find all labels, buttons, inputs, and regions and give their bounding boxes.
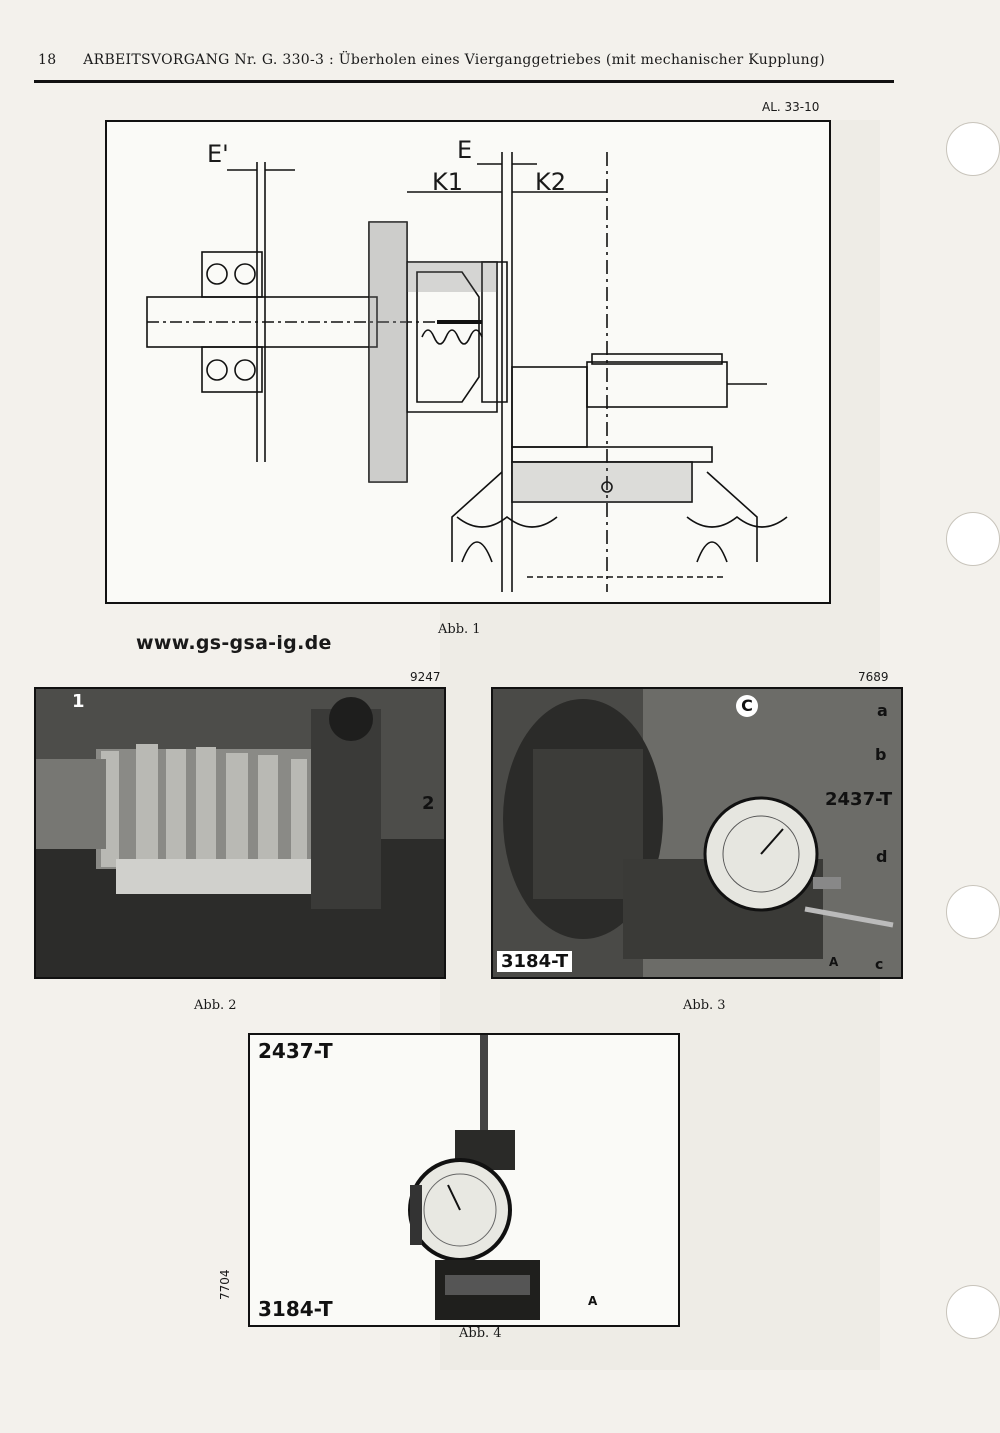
header-rule [34, 80, 894, 83]
fig3-callout-b: b [875, 745, 887, 764]
fig2-callout-1: 1 [72, 691, 85, 712]
fig3-callout-C: C [736, 695, 758, 717]
fig4-callout-A: A [588, 1294, 598, 1308]
fig4-callout-tool: 2437-T [258, 1039, 333, 1063]
fig1-ref: AL. 33-10 [762, 100, 820, 114]
figure-3-photo: C a b 2437-T d A c 3184-T [491, 687, 903, 979]
dim-label-k1: K1 [432, 168, 464, 196]
dial-gauge-setup-photo [493, 689, 901, 977]
fig3-callout-d: d [876, 847, 888, 866]
gear-cluster-photo [36, 689, 444, 977]
page-header: 18 ARBEITSVORGANG Nr. G. 330-3 : Überhol… [38, 52, 825, 68]
page-number: 18 [38, 52, 57, 68]
fig3-callout-tool: 2437-T [825, 789, 893, 810]
dim-label-e: E [457, 136, 473, 164]
page-title: ARBEITSVORGANG Nr. G. 330-3 : Überholen … [83, 52, 826, 68]
gearbox-section-drawing [146, 152, 788, 592]
dim-label-k2: K2 [535, 168, 567, 196]
binder-hole [946, 122, 1000, 176]
binder-hole [946, 885, 1000, 939]
fig1-caption: Abb. 1 [438, 622, 481, 637]
binder-hole [946, 1285, 1000, 1339]
fig3-tool-label: 3184-T [497, 951, 573, 972]
binder-hole [946, 512, 1000, 566]
fig3-code: 7689 [858, 670, 889, 684]
watermark-url: www.gs-gsa-ig.de [136, 632, 332, 654]
dial-gauge-photo [408, 1035, 540, 1320]
fig4-code: 7704 [218, 1269, 232, 1300]
figure-4-photo: 2437-T 3184-T A [248, 1033, 680, 1327]
dim-label-e-prime: E' [207, 140, 229, 168]
fig2-callout-2: 2 [422, 793, 435, 814]
figure-1-drawing: E' E K1 K2 [105, 120, 831, 604]
fig3-callout-A: A [829, 955, 839, 969]
fig4-caption: Abb. 4 [459, 1326, 502, 1341]
fig2-code: 9247 [410, 670, 441, 684]
fig4-tool-label: 3184-T [258, 1297, 333, 1321]
fig3-callout-c: c [875, 957, 884, 973]
fig3-callout-a: a [877, 701, 888, 720]
fig3-caption: Abb. 3 [683, 998, 726, 1013]
fig2-caption: Abb. 2 [194, 998, 237, 1013]
figure-2-photo: 1 2 [34, 687, 446, 979]
